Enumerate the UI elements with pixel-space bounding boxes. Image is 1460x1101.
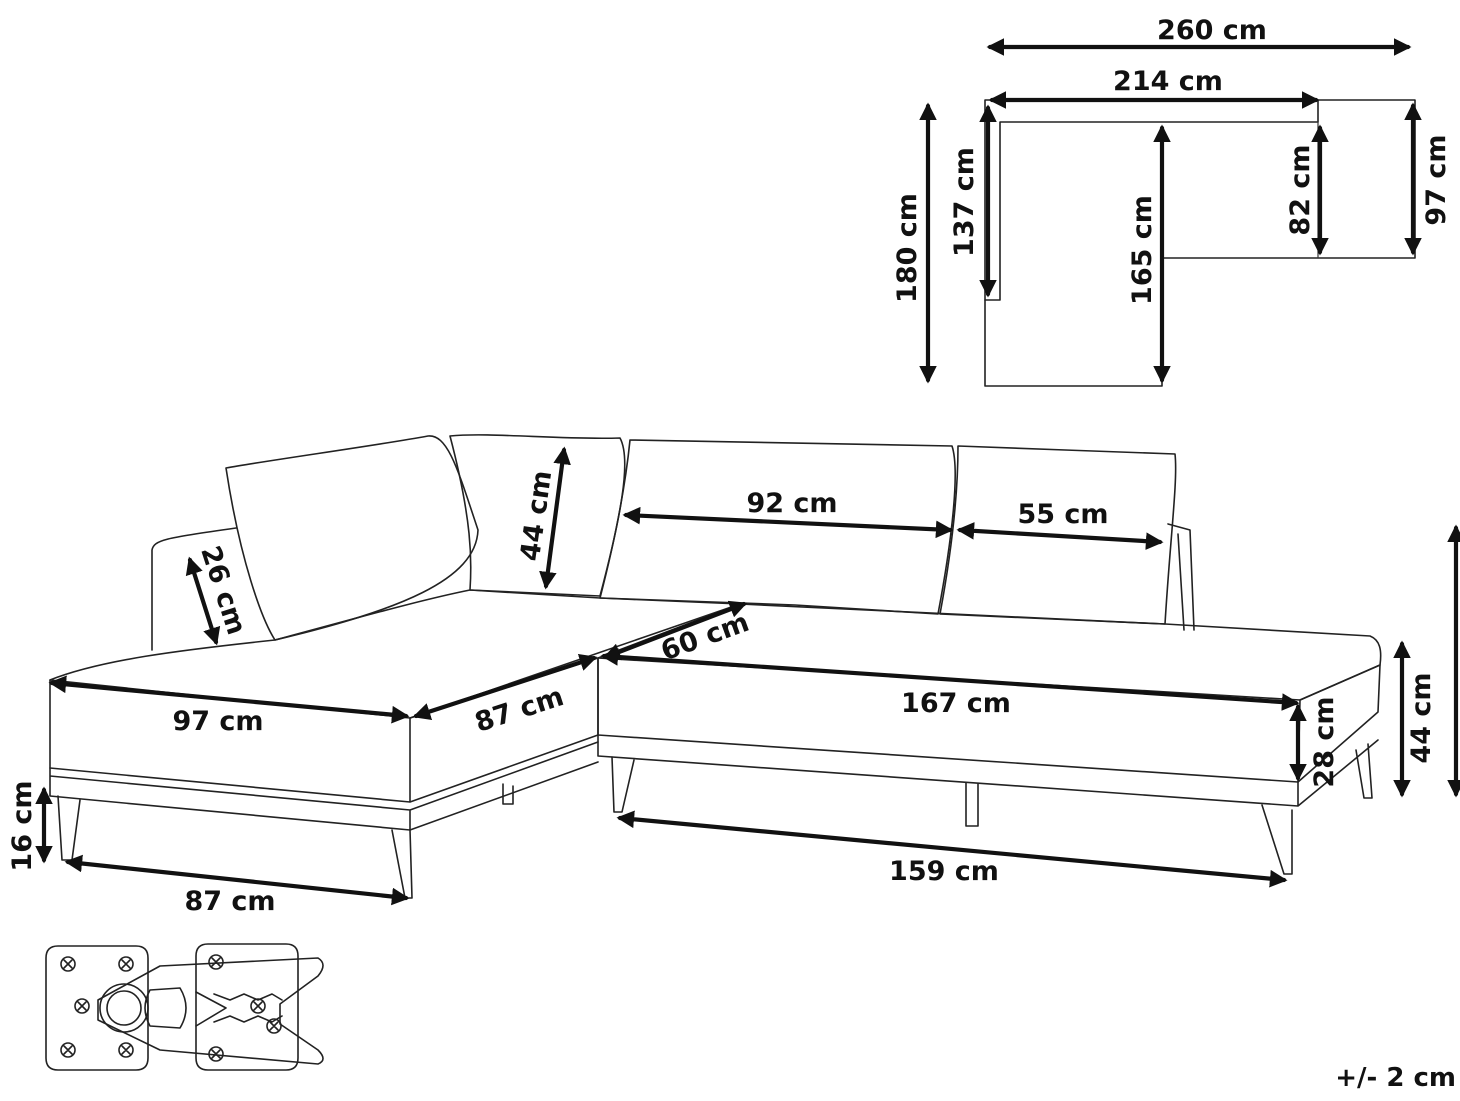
clip-pin-ring: [99, 983, 149, 1033]
seat-height-label: 28 cm: [1309, 696, 1340, 787]
dim-line-159: [616, 810, 1288, 888]
screw-icon: [118, 1042, 134, 1058]
chaise-side-depth-label: 87 cm: [471, 681, 567, 739]
plan-depth-chaise-label: 137 cm: [949, 147, 980, 257]
screw-icon: [60, 956, 76, 972]
total-height-label: 44 cm: [1406, 672, 1437, 763]
cushion-mid-width-label: 92 cm: [746, 488, 837, 519]
screw-icon: [118, 956, 134, 972]
cushion-right-width-label: 55 cm: [1017, 499, 1108, 530]
clip-plate-right: [195, 943, 299, 1071]
plan-seat-outline: [984, 99, 1416, 387]
leg-center-mid: [965, 782, 979, 827]
dim-line-cushion-height: [539, 446, 571, 590]
screw-icon: [74, 998, 90, 1014]
chaise-seat-front: [49, 657, 599, 803]
plan-depth-right-outer-label: 97 cm: [1421, 134, 1452, 225]
right-armrest: [1167, 523, 1195, 631]
dim-line-armrest: [185, 556, 221, 646]
screw-icons: [60, 954, 282, 1062]
back-cushion-1: [225, 435, 479, 641]
screw-icon: [266, 1018, 282, 1034]
dim-line-167: [600, 648, 1300, 711]
leg-front-left: [57, 795, 81, 861]
plan-width-total-label: 260 cm: [1157, 15, 1267, 46]
plan-depth-right-inner-label: 82 cm: [1285, 144, 1316, 235]
leg-height-label: 16 cm: [7, 780, 38, 871]
chaise-base-rail: [49, 741, 599, 831]
connector-clip-detail: [45, 943, 324, 1071]
clip-teeth: [195, 991, 283, 1027]
leg-span-left-label: 87 cm: [184, 886, 275, 917]
dim-line-97-front: [48, 675, 410, 724]
clip-pin: [106, 990, 142, 1026]
leg-center-front: [611, 756, 635, 813]
seat-front-width-label: 167 cm: [901, 688, 1011, 719]
tolerance-note: +/- 2 cm: [1335, 1063, 1456, 1093]
sofa-perspective: 44 cm 26 cm 92 cm 55 cm 60 cm 97 cm 87 c…: [7, 434, 1460, 917]
leg-span-right-label: 159 cm: [889, 856, 999, 887]
right-seat-front: [597, 657, 1381, 783]
leg-chaise-corner: [391, 829, 413, 899]
leg-right-rear: [1355, 743, 1373, 799]
screw-icon: [208, 954, 224, 970]
screw-icon: [60, 1042, 76, 1058]
leg-rear-small: [502, 783, 514, 805]
clip-tongue: [144, 987, 187, 1029]
chaise-seat-top: [49, 589, 741, 719]
dim-line-87-legs: [64, 854, 410, 906]
clip-plate-left: [45, 945, 149, 1071]
plan-depth-middle-label: 165 cm: [1127, 195, 1158, 305]
plan-view: 260 cm 214 cm 180 cm 137 cm 165 cm 82 cm…: [892, 15, 1452, 387]
screw-icon: [208, 1046, 224, 1062]
screw-cross-marks: [63, 957, 279, 1059]
plan-width-back-label: 214 cm: [1113, 66, 1223, 97]
leg-right-front: [1261, 804, 1293, 875]
screw-icon: [250, 998, 266, 1014]
left-armrest: [151, 527, 237, 651]
right-base-rail: [597, 734, 1379, 807]
chaise-front-width-label: 97 cm: [172, 706, 263, 737]
dim-line-92: [622, 506, 954, 539]
dim-line-55: [956, 522, 1164, 550]
plan-depth-total-label: 180 cm: [892, 193, 923, 303]
clip-hook: [97, 957, 324, 1065]
dim-line-87-side: [412, 653, 598, 721]
